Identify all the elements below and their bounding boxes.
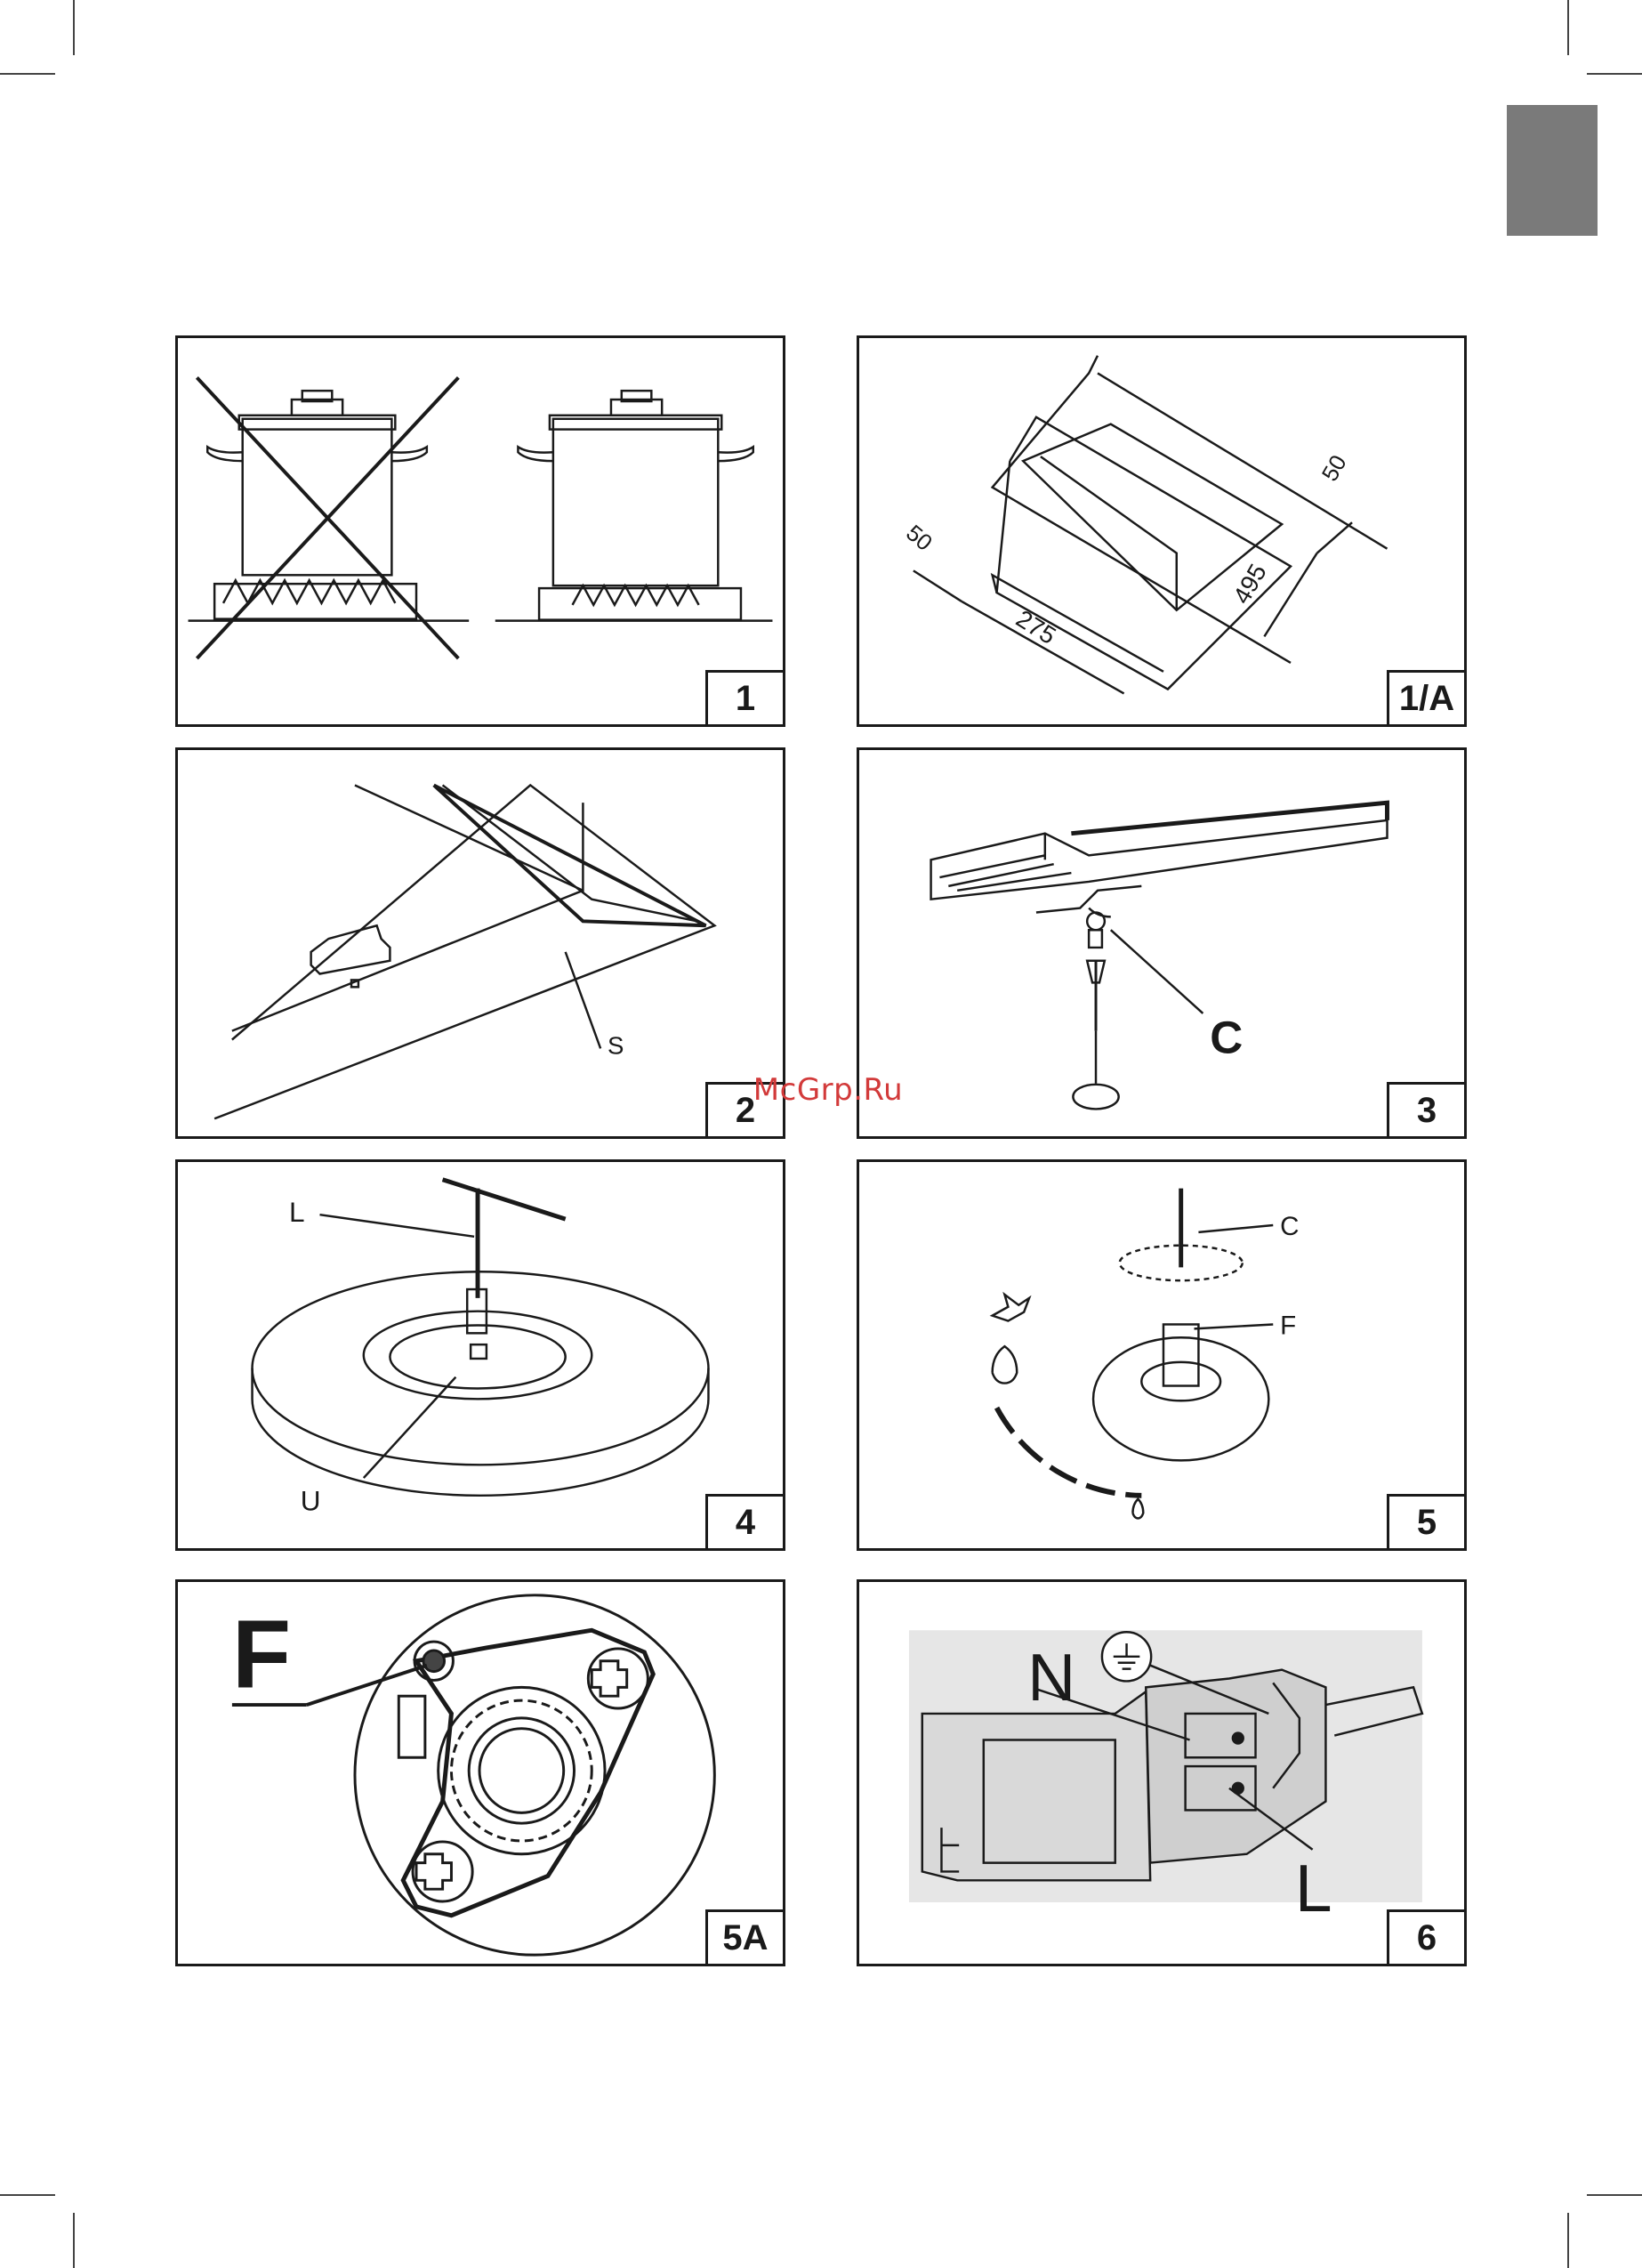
figure-5a-illustration: F <box>178 1582 783 1964</box>
crop-mark <box>1567 0 1569 55</box>
figure-number: 1 <box>705 670 785 727</box>
label-l: L <box>1295 1851 1332 1925</box>
figure-number: 6 <box>1387 1909 1467 1966</box>
dim-50-left: 50 <box>901 521 937 556</box>
figure-1a-illustration: 50 275 495 50 <box>859 338 1464 724</box>
dim-275: 275 <box>1011 604 1061 650</box>
crop-mark <box>73 2213 75 2268</box>
figure-2-illustration: S <box>178 750 783 1136</box>
crop-mark <box>73 0 75 55</box>
label-n: N <box>1027 1640 1075 1715</box>
figure-4-panel: L U 4 <box>175 1159 785 1551</box>
language-tab <box>1507 105 1598 236</box>
figure-6-panel: N L 6 <box>857 1579 1467 1966</box>
watermark: McGrp.Ru <box>735 1072 922 1108</box>
figure-number: 5 <box>1387 1494 1467 1551</box>
figure-number: 4 <box>705 1494 785 1551</box>
figure-number: 5A <box>705 1909 785 1966</box>
figure-3-illustration: C <box>859 750 1464 1136</box>
figure-1-illustration <box>178 338 783 724</box>
figure-6-illustration: N L <box>859 1582 1464 1964</box>
figure-5-panel: C F 5 <box>857 1159 1467 1551</box>
figure-number: 1/A <box>1387 670 1467 727</box>
crop-mark <box>0 73 55 75</box>
figure-4-illustration: L U <box>178 1162 783 1548</box>
figure-3-panel: C 3 <box>857 747 1467 1139</box>
figure-1-panel: 1 <box>175 335 785 727</box>
dim-495: 495 <box>1227 559 1272 608</box>
figure-5a-panel: F 5A <box>175 1579 785 1966</box>
label-l: L <box>289 1196 305 1228</box>
crop-mark <box>1587 73 1642 75</box>
label-c: C <box>1210 1012 1243 1062</box>
figure-5-illustration: C F <box>859 1162 1464 1548</box>
crop-mark <box>1567 2213 1569 2268</box>
label-s: S <box>608 1031 624 1059</box>
label-u: U <box>301 1485 321 1517</box>
label-f: F <box>1280 1311 1296 1340</box>
label-c: C <box>1280 1212 1299 1241</box>
figure-2-panel: S 2 <box>175 747 785 1139</box>
crop-mark <box>1587 2194 1642 2196</box>
label-f: F <box>232 1600 291 1707</box>
crop-mark <box>0 2194 55 2196</box>
dim-50-right: 50 <box>1317 451 1352 486</box>
figure-number: 3 <box>1387 1082 1467 1139</box>
figure-1a-panel: 50 275 495 50 1/A <box>857 335 1467 727</box>
